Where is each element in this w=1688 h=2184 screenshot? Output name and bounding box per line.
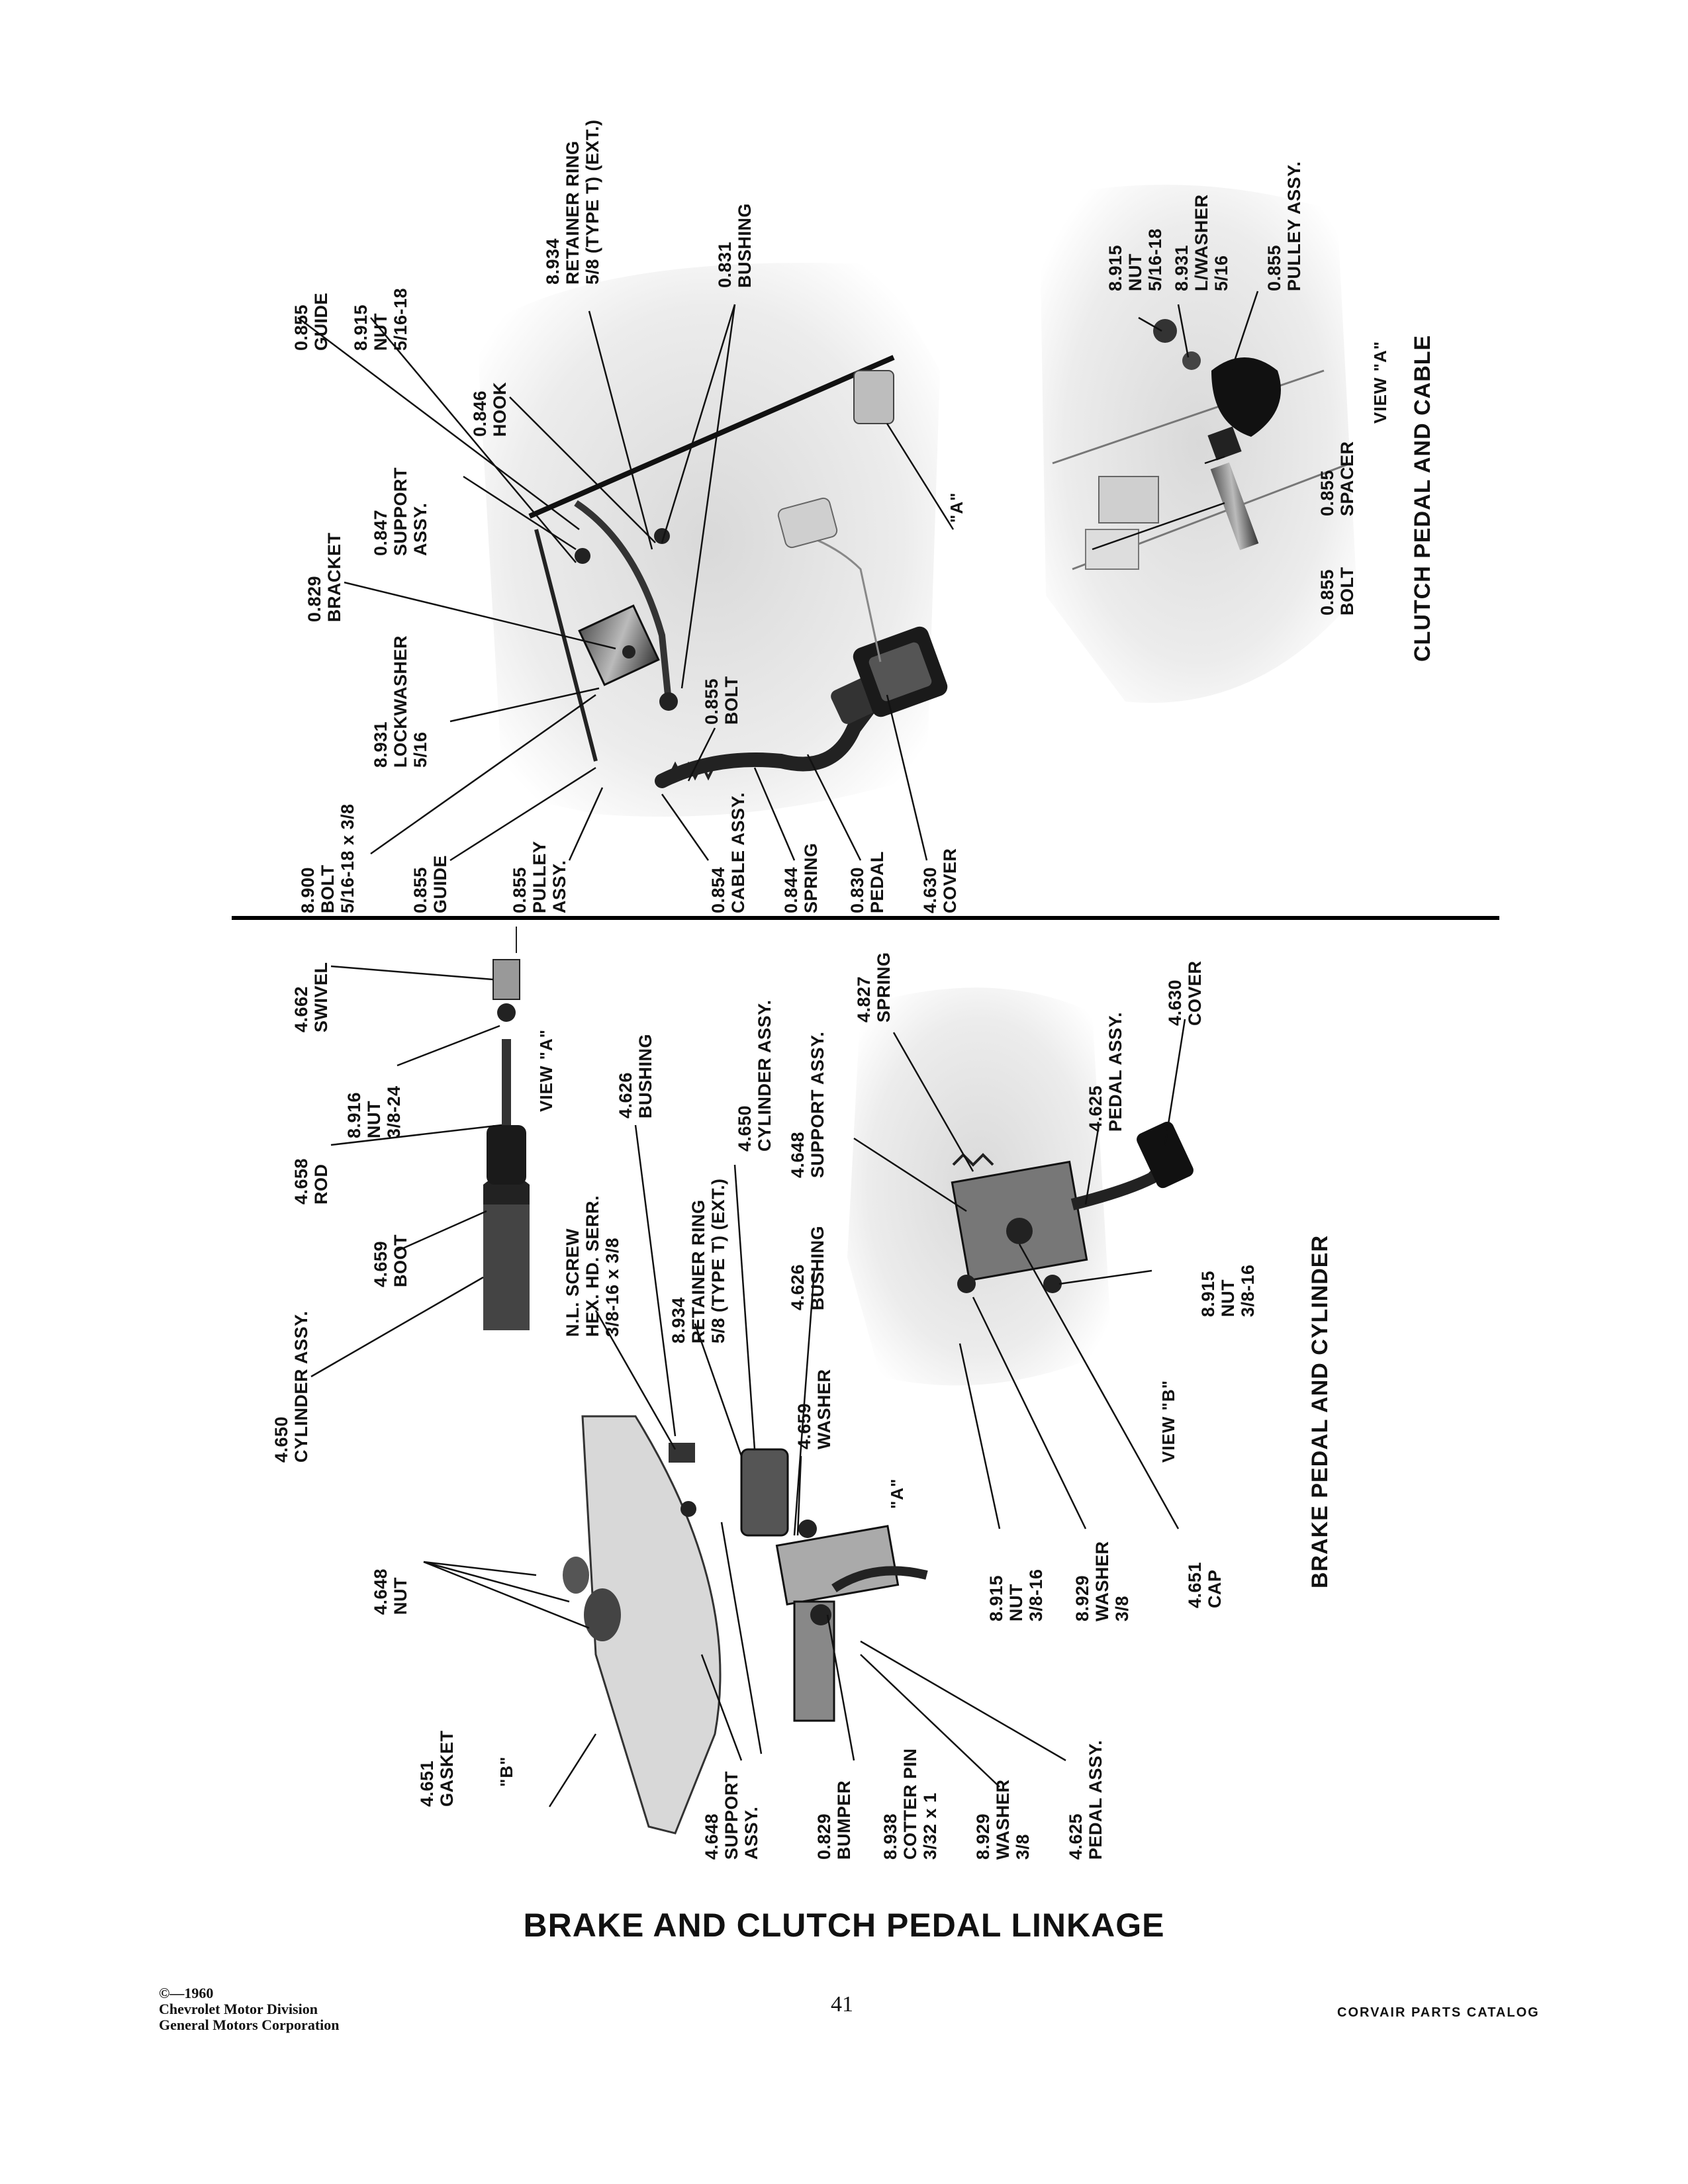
- page-title: BRAKE AND CLUTCH PEDAL LINKAGE: [523, 1907, 1165, 1944]
- brake-section-title: BRAKE PEDAL AND CYLINDER: [1307, 1234, 1333, 1588]
- section-divider: [232, 916, 1499, 920]
- brake-leader-lines: [310, 965, 1186, 1807]
- copyright-block: ©—1960 Chevrolet Motor Division General …: [159, 1985, 340, 2033]
- brake-view-a-illustration: [483, 927, 530, 1330]
- brake-view-b-caption: VIEW "B": [1158, 1379, 1178, 1463]
- clutch-leader-lines: [297, 291, 1259, 862]
- clutch-callout-a: "A": [947, 492, 966, 523]
- clutch-view-a-caption: VIEW "A": [1370, 340, 1390, 424]
- clutch-linkage-illustration: [477, 263, 948, 817]
- page-number: 41: [831, 1992, 853, 2017]
- clutch-view-a-illustration: [1039, 185, 1357, 704]
- catalog-name: CORVAIR PARTS CATALOG: [1337, 2005, 1540, 2020]
- clutch-section-title: CLUTCH PEDAL AND CABLE: [1410, 334, 1435, 662]
- brake-view-b-illustration: [847, 987, 1194, 1386]
- brake-callout-a: "A": [887, 1478, 907, 1509]
- brake-assembly-illustration: [563, 1415, 928, 1835]
- brake-callout-b: "B": [496, 1756, 516, 1787]
- brake-view-a-caption: VIEW "A": [536, 1028, 556, 1112]
